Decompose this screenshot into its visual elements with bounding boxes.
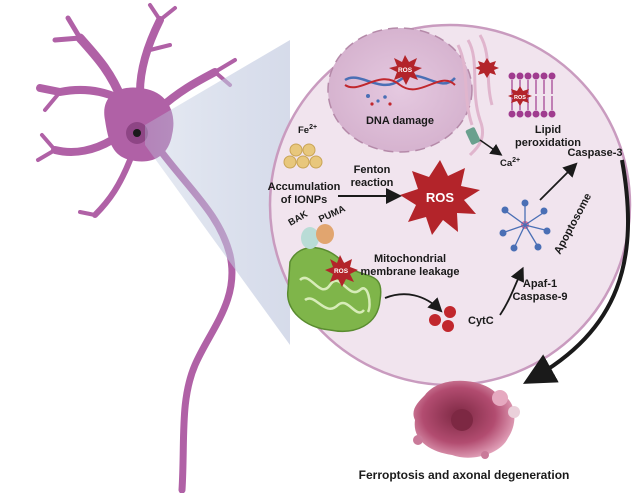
dna-damage-label: DNA damage: [366, 115, 434, 127]
cytc-label: CytC: [468, 315, 494, 327]
nucleus: ROS DNA damage: [327, 27, 473, 153]
caspase3-label: Caspase-3: [567, 147, 622, 159]
ros-small-label-lipid: ROS: [514, 95, 526, 101]
accumulation-line1: Accumulation: [268, 181, 341, 193]
ros-burst-er: [475, 58, 499, 78]
apoptosome: [499, 199, 551, 252]
neuron: [36, 3, 237, 494]
puma-protein: [316, 224, 334, 244]
fe-label: Fe2+: [298, 124, 317, 136]
ros-small-label: ROS: [398, 67, 413, 74]
apoptosome-to-caspase3-arrow: [539, 162, 578, 201]
lipid-label-line2: peroxidation: [515, 137, 581, 149]
ros-burst-dna: ROS: [389, 55, 422, 85]
lipid-label-line1: Lipid: [535, 124, 561, 136]
cytc-to-apoptosome-arrow: [499, 266, 524, 316]
ros-small-label-mito: ROS: [334, 268, 349, 275]
apaf1-label: Apaf-1: [523, 278, 557, 290]
cytc-molecules: [429, 306, 456, 332]
caspase9-label: Caspase-9: [512, 291, 567, 303]
bak-protein: [301, 227, 319, 249]
ros-main-label: ROS: [426, 190, 455, 205]
ros-burst-mito: ROS: [325, 255, 358, 287]
ros-burst-lipid: ROS: [508, 86, 532, 106]
mito-label-line2: membrane leakage: [360, 266, 459, 278]
caption: Ferroptosis and axonal degeneration: [359, 468, 570, 482]
zoom-beam: [145, 40, 290, 345]
dna-strand: [344, 74, 456, 87]
dead-cell: [413, 380, 520, 459]
mito-label-line1: Mitochondrial: [374, 253, 446, 265]
accumulation-line2: of IONPs: [281, 194, 327, 206]
fenton-label-line1: Fenton: [354, 164, 391, 176]
ros-burst-main: ROS: [400, 160, 480, 235]
mitochondrion: [287, 224, 382, 332]
ca-label: Ca2+: [500, 157, 520, 169]
fenton-label-line2: reaction: [351, 177, 394, 189]
ionp-particles: [283, 143, 323, 169]
mito-to-cytc-arrow: [384, 293, 443, 313]
calcium-channel: [465, 127, 503, 156]
degeneration-arrow: [523, 159, 630, 384]
